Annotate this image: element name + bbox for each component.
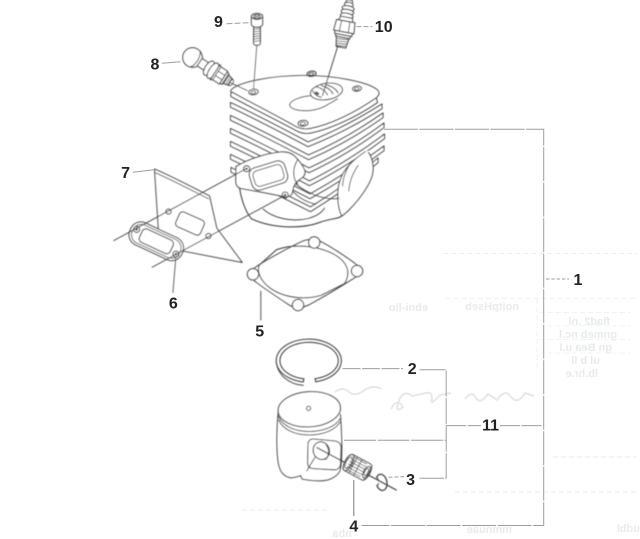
svg-text:lb.hr.e: lb.hr.e [566,368,598,380]
svg-text:noitpHseb: noitpHseb [465,301,519,313]
svg-text:mmnuae: mmnuae [467,524,512,536]
svg-text:5: 5 [255,324,264,341]
svg-text:gnmeb nc.l: gnmeb nc.l [559,329,617,341]
svg-text:gn Bea u.l: gn Bea u.l [559,342,612,354]
svg-text:9: 9 [214,14,223,31]
svg-text:4: 4 [349,518,358,535]
svg-text:3: 3 [406,472,415,489]
svg-text:2: 2 [408,361,417,378]
svg-text:ul b ll: ul b ll [571,355,600,367]
svg-text:udbl: udbl [617,523,640,535]
svg-text:11: 11 [482,417,499,434]
svg-text:ebni-lio: ebni-lio [389,302,428,314]
svg-text:7: 7 [121,165,130,182]
svg-text:8: 8 [151,56,160,73]
svg-text:10: 10 [375,19,393,36]
svg-text:flad2 .nl: flad2 .nl [568,316,610,328]
svg-text:1: 1 [574,272,583,289]
svg-text:6: 6 [169,295,178,312]
svg-text:nba: nba [332,528,352,539]
